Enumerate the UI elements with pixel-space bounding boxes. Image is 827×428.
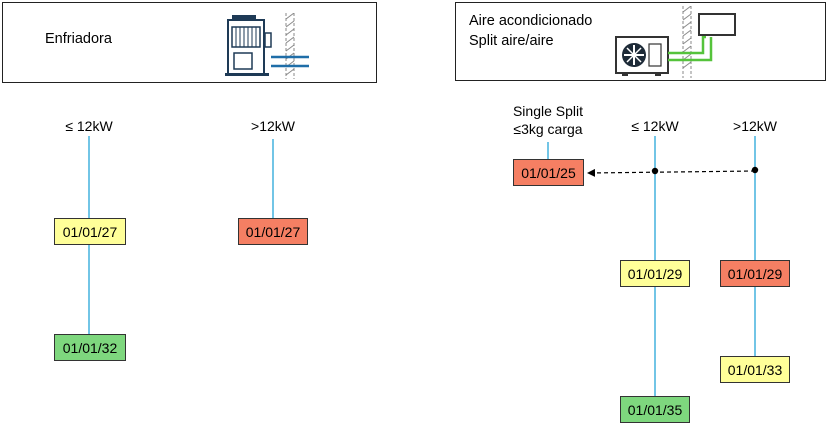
label-split-small: ≤ 12kW xyxy=(631,118,679,134)
date-box-split-small-1: 01/01/29 xyxy=(620,260,690,287)
label-split-large: >12kW xyxy=(733,118,777,134)
junction-dot-split-large xyxy=(751,166,759,174)
chiller-panel: Enfriadora xyxy=(2,2,377,83)
ac-title-line2: Split aire/aire xyxy=(469,33,554,49)
label-chiller-small: ≤ 12kW xyxy=(65,118,113,134)
dashed-arrow xyxy=(587,168,756,177)
date-box-chiller-small-1: 01/01/27 xyxy=(54,218,126,245)
date-box-split-large-1: 01/01/29 xyxy=(720,260,790,287)
label-single-split-line2: ≤3kg carga xyxy=(513,121,583,137)
split-ac-panel: Aire acondicionado Split aire/aire xyxy=(455,2,826,81)
date-box-chiller-small-2: 01/01/32 xyxy=(54,334,126,361)
date-box-chiller-large-1: 01/01/27 xyxy=(238,218,308,245)
chiller-icon xyxy=(225,13,309,79)
ac-title-line1: Aire acondicionado xyxy=(469,13,593,29)
split-ac-icon xyxy=(615,6,736,78)
date-box-split-large-2: 01/01/33 xyxy=(720,356,790,383)
label-chiller-large: >12kW xyxy=(251,118,295,134)
date-box-single-split-1: 01/01/25 xyxy=(513,159,584,186)
date-box-split-small-2: 01/01/35 xyxy=(620,396,690,423)
label-single-split-line1: Single Split xyxy=(512,103,584,119)
chiller-title: Enfriadora xyxy=(45,31,112,47)
junction-dot-split-small xyxy=(651,167,659,175)
